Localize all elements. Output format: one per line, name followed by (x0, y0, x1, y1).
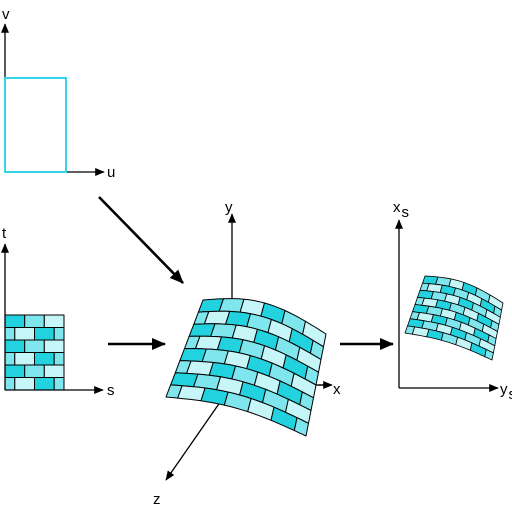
v-axis-label: v (2, 6, 10, 23)
texture-brick (34, 377, 55, 391)
texture-brick (24, 314, 45, 328)
uv-parameter-rectangle (4, 77, 67, 173)
projected-surface (404, 275, 504, 361)
y-axis-label: y (225, 199, 233, 216)
xs-axis-label: xs (393, 199, 409, 221)
texture-brick (53, 377, 65, 391)
texture-brick (43, 339, 65, 353)
s-axis-label: s (107, 382, 115, 399)
texture-brick (4, 339, 26, 353)
uv-to-object-arrow (98, 196, 184, 284)
x-axis-label: x (333, 381, 341, 398)
texture-brick (43, 314, 65, 328)
screen-space-panel: xs ys (393, 199, 512, 403)
texture-brick (24, 339, 45, 353)
texture-brick (4, 377, 16, 391)
object-space-panel: y x z (153, 199, 341, 508)
u-axis-label: u (107, 164, 115, 181)
texture-brick (14, 377, 35, 391)
object-brick (293, 417, 309, 437)
texture-brick (14, 352, 35, 366)
texture-brick (53, 327, 65, 341)
texture-brick (34, 352, 55, 366)
screen-brick (484, 348, 494, 361)
texture-brick-pattern (4, 314, 65, 391)
texture-brick (43, 364, 65, 378)
texture-brick (53, 352, 65, 366)
textured-surface-object (165, 298, 327, 437)
texture-brick (4, 327, 16, 341)
ys-axis-label: ys (500, 381, 512, 403)
texture-space-panel: t s (0, 225, 115, 399)
t-axis-label: t (2, 225, 7, 242)
z-axis-label: z (153, 491, 161, 508)
texture-brick (4, 352, 16, 366)
texture-brick (34, 327, 55, 341)
texture-brick (4, 314, 26, 328)
uv-space-panel: v u (0, 6, 115, 181)
object-brick (177, 385, 206, 402)
texture-brick (24, 364, 45, 378)
object-brick (210, 323, 237, 339)
texture-brick (4, 364, 26, 378)
texture-brick (14, 327, 35, 341)
